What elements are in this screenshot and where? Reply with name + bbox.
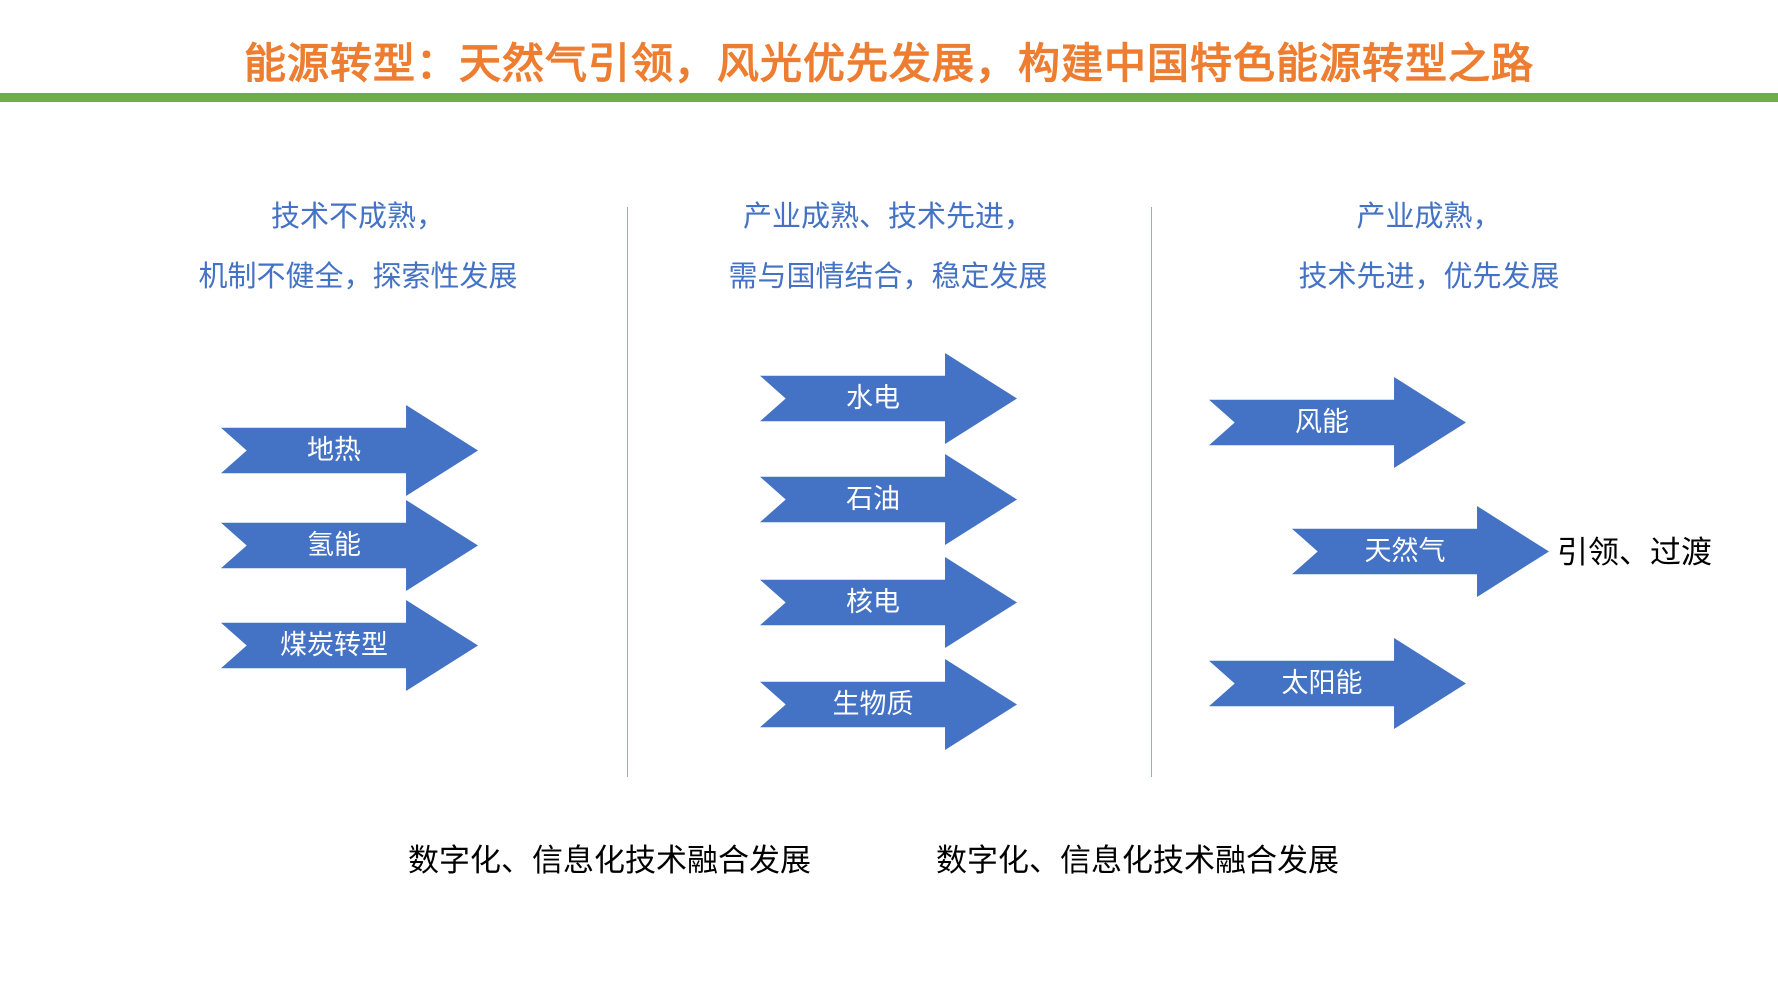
- column-header-line: 产业成熟，: [1356, 199, 1502, 233]
- arrow-geothermal: 地热: [221, 405, 478, 496]
- column-header-mature: 产业成熟、技术先进， 需与国情结合，稳定发展: [648, 186, 1128, 306]
- arrow-label: 地热: [307, 435, 361, 466]
- side-note: 引领、过渡: [1557, 535, 1712, 571]
- arrow-label: 氢能: [307, 530, 361, 561]
- column-header-line: 产业成熟、技术先进，: [742, 199, 1033, 233]
- arrow-label: 天然气: [1364, 536, 1446, 567]
- arrow-natural-gas: 天然气: [1292, 506, 1549, 597]
- arrow-hydropower: 水电: [760, 353, 1017, 444]
- arrow-label: 水电: [846, 383, 900, 414]
- title-underline-bar: [0, 93, 1778, 102]
- arrow-hydrogen: 氢能: [221, 500, 478, 591]
- bottom-note: 数字化、信息化技术融合发展: [936, 843, 1339, 879]
- arrow-solar: 太阳能: [1209, 638, 1466, 729]
- column-header-immature: 技术不成熟， 机制不健全，探索性发展: [118, 186, 598, 306]
- arrow-label: 煤炭转型: [280, 630, 388, 661]
- column-divider: [627, 207, 628, 777]
- arrow-coal-transition: 煤炭转型: [221, 600, 478, 691]
- arrow-oil: 石油: [760, 454, 1017, 545]
- bottom-note: 数字化、信息化技术融合发展: [408, 843, 811, 879]
- arrow-label: 太阳能: [1281, 668, 1363, 699]
- arrow-label: 生物质: [832, 689, 914, 720]
- arrow-label: 石油: [846, 484, 900, 515]
- column-header-line: 技术不成熟，: [270, 199, 445, 233]
- arrow-wind: 风能: [1209, 377, 1466, 468]
- column-header-line: 需与国情结合，稳定发展: [728, 259, 1048, 293]
- arrow-label: 核电: [846, 587, 900, 618]
- column-header-priority: 产业成熟， 技术先进，优先发展: [1189, 186, 1669, 306]
- column-divider: [1151, 207, 1152, 777]
- column-header-line: 机制不健全，探索性发展: [198, 259, 518, 293]
- arrow-nuclear: 核电: [760, 557, 1017, 648]
- column-header-line: 技术先进，优先发展: [1298, 259, 1560, 293]
- arrow-biomass: 生物质: [760, 659, 1017, 750]
- arrow-label: 风能: [1295, 407, 1349, 438]
- page-title: 能源转型：天然气引领，风光优先发展，构建中国特色能源转型之路: [243, 39, 1534, 88]
